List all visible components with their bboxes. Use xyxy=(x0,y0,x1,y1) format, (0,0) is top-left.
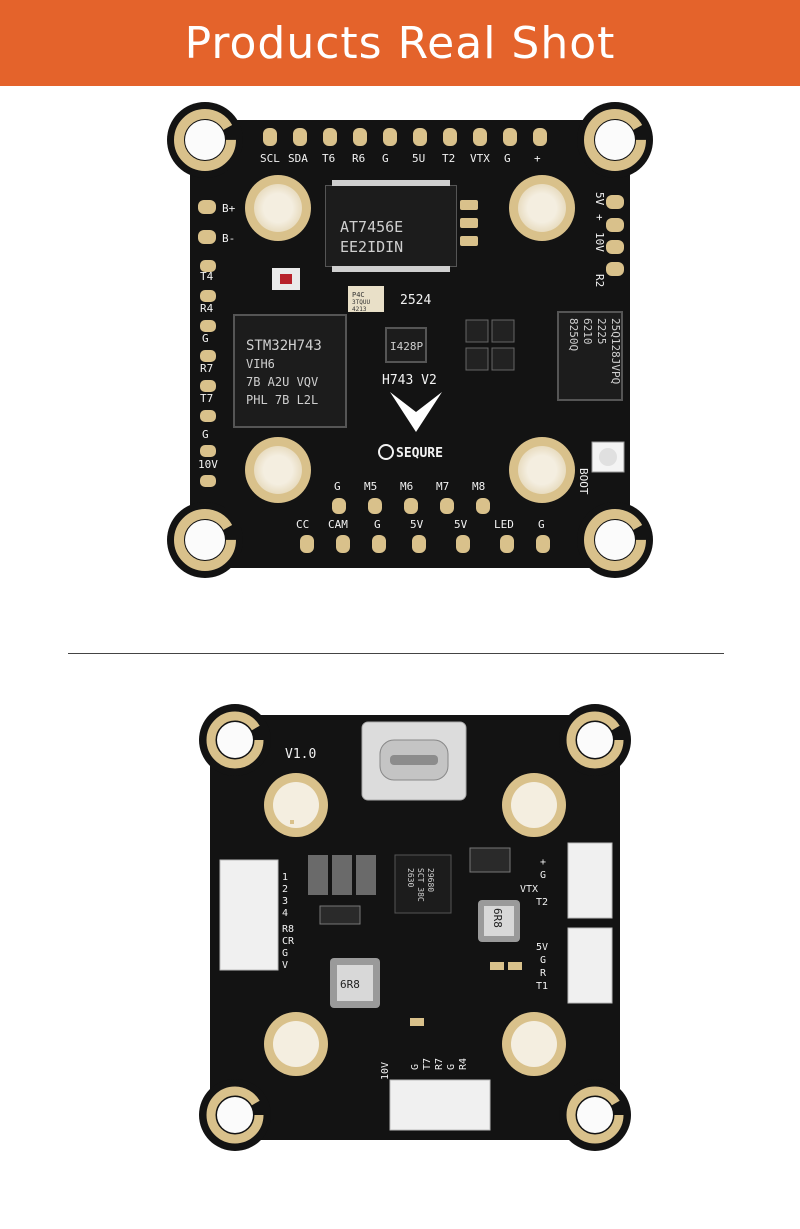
pad-label-t7: T7 xyxy=(200,392,213,405)
banner-title: Products Real Shot xyxy=(184,17,616,69)
flash-line-4: 8250Q xyxy=(567,318,580,351)
marking-2524: 2524 xyxy=(400,293,431,308)
pad-label-5u: 5U xyxy=(412,152,425,165)
bottom-label-cam: CAM xyxy=(328,518,348,531)
bottom-label-5v2: 5V xyxy=(454,518,468,531)
flash-line-2: 2225 xyxy=(595,318,608,345)
pad-label-r7: R7 xyxy=(200,362,213,375)
right-bottom-label-g: G xyxy=(540,955,546,966)
motor-label-g: G xyxy=(334,480,341,493)
pad-label-5v-right: 5V xyxy=(593,192,606,206)
pad-label-bplus: B+ xyxy=(222,202,236,215)
flash-line-1: 25Q128JVPQ xyxy=(609,318,622,384)
inductor-b-label: 6R8 xyxy=(340,978,360,991)
pad-label-g3: G xyxy=(202,332,209,345)
boot-label: BOOT xyxy=(577,468,590,495)
pad-label-g4: G xyxy=(202,428,209,441)
bottom-label-t7: T7 xyxy=(422,1058,433,1070)
right-bottom-label-t1: T1 xyxy=(536,981,548,992)
osd-chip-line-2: EE2IDIN xyxy=(340,238,403,256)
right-top-label-t2: T2 xyxy=(536,897,548,908)
left-label-g: G xyxy=(282,948,288,959)
left-label-1: 1 xyxy=(282,872,288,883)
mcu-line-4: PHL 7B L2L xyxy=(246,393,318,407)
pad-label-plus: + xyxy=(534,152,541,165)
gyro-line-2: 3TQUU xyxy=(352,299,370,306)
ic-line-2: SCT 38C xyxy=(416,868,425,902)
bottom-label-g2: G xyxy=(446,1064,457,1070)
pad-label-r4: R4 xyxy=(200,302,214,315)
pad-label-t2: T2 xyxy=(442,152,455,165)
mcu-line-3: 7B A2U VQV xyxy=(246,375,318,389)
pad-label-t6: T6 xyxy=(322,152,335,165)
right-top-label-vtx: VTX xyxy=(520,884,538,895)
section-divider xyxy=(68,653,724,654)
pad-label-g1: G xyxy=(382,152,389,165)
version-label: V1.0 xyxy=(285,747,316,762)
mcu-line-2: VIH6 xyxy=(246,357,275,371)
bottom-label-10v: 10V xyxy=(380,1062,391,1080)
bottom-label-g1: G xyxy=(374,518,381,531)
right-bottom-label-r: R xyxy=(540,968,547,979)
pad-label-t4: T4 xyxy=(200,270,214,283)
ic-line-1: 2630 xyxy=(406,868,415,887)
bottom-label-5v1: 5V xyxy=(410,518,424,531)
gyro-line-3: 4213 xyxy=(352,306,367,313)
pad-label-g2: G xyxy=(504,152,511,165)
left-label-4: 4 xyxy=(282,908,288,919)
right-top-label-plus: + xyxy=(540,857,546,868)
top-board-graphic: AT7456E EE2IDIN STM32H743 VIH6 7B A2U VQ… xyxy=(167,102,653,578)
osd-chip-line-1: AT7456E xyxy=(340,218,403,236)
brand-logo-icon xyxy=(378,444,394,460)
inductor-a-label: 6R8 xyxy=(491,908,504,928)
gyro-line-1: P4C xyxy=(352,291,365,299)
ic-line-3: 29680 xyxy=(426,868,435,892)
pad-label-sda: SDA xyxy=(288,152,308,165)
bottom-label-led: LED xyxy=(494,518,514,531)
left-label-cr: CR xyxy=(282,936,295,947)
pad-label-r6: R6 xyxy=(352,152,365,165)
left-label-3: 3 xyxy=(282,896,288,907)
right-top-label-g: G xyxy=(540,870,546,881)
pad-label-bminus: B- xyxy=(222,232,235,245)
bottom-label-r4: R4 xyxy=(458,1058,469,1070)
brand-name: SEQURE xyxy=(396,446,443,461)
left-label-2: 2 xyxy=(282,884,288,895)
small-chip-label: I428P xyxy=(390,340,423,353)
pad-label-10v-right: 10V xyxy=(593,232,606,252)
right-bottom-label-5v: 5V xyxy=(536,942,548,953)
left-label-r8: R8 xyxy=(282,924,294,935)
left-label-v: V xyxy=(282,960,288,971)
pad-label-10v: 10V xyxy=(198,458,218,471)
motor-label-m5: M5 xyxy=(364,480,377,493)
motor-label-m7: M7 xyxy=(436,480,449,493)
motor-label-m8: M8 xyxy=(472,480,485,493)
bottom-label-cc: CC xyxy=(296,518,309,531)
top-board-photo: AT7456E EE2IDIN STM32H743 VIH6 7B A2U VQ… xyxy=(160,100,660,590)
bottom-board-photo: 6R8 6R8 2630 SCT 38C 29680 V1.0 1 2 3 4 … xyxy=(190,700,650,1160)
model-label: H743 V2 xyxy=(382,373,437,388)
bottom-label-g2: G xyxy=(538,518,545,531)
header-banner: Products Real Shot xyxy=(0,0,800,86)
pad-label-scl: SCL xyxy=(260,152,280,165)
bottom-label-r7: R7 xyxy=(434,1058,445,1070)
motor-label-m6: M6 xyxy=(400,480,413,493)
flash-line-3: 6210 xyxy=(581,318,594,345)
bottom-label-g1: G xyxy=(410,1064,421,1070)
pad-label-plus-right: + xyxy=(593,214,606,221)
bottom-board-graphic: 6R8 6R8 2630 SCT 38C 29680 V1.0 1 2 3 4 … xyxy=(199,704,631,1151)
pad-label-vtx: VTX xyxy=(470,152,490,165)
mcu-line-1: STM32H743 xyxy=(246,338,322,354)
pad-label-r2: R2 xyxy=(593,274,606,287)
